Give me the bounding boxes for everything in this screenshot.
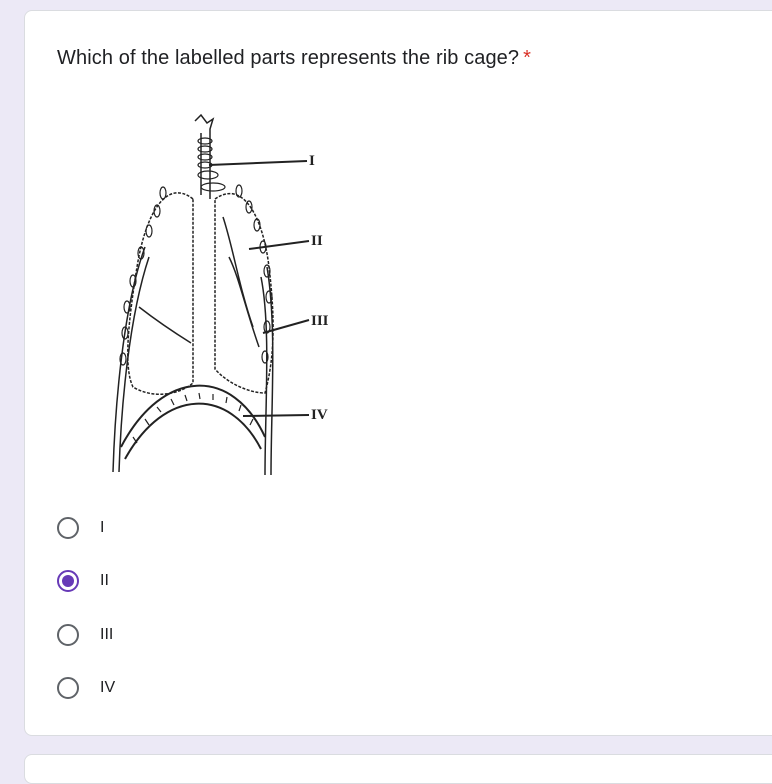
right-chest-wall: [266, 266, 274, 476]
option-label: I: [100, 518, 105, 536]
bronchi: [222, 216, 260, 348]
figure-label-4: IV: [311, 407, 328, 423]
radio-button[interactable]: [57, 623, 79, 646]
next-question-card: [24, 754, 772, 784]
label-lines: [208, 160, 310, 417]
option-iii[interactable]: III: [57, 608, 115, 662]
option-label: III: [100, 625, 114, 643]
label-line-4: [242, 414, 310, 417]
question-title: Which of the labelled parts represents t…: [57, 47, 531, 70]
label-line-3: [262, 319, 310, 334]
figure-label-3: III: [311, 313, 329, 329]
radio-dot: [62, 575, 74, 588]
figure-label-1: I: [309, 153, 315, 169]
label-line-2: [248, 240, 310, 250]
label-line-1: [208, 160, 308, 166]
respiratory-system-diagram: I II III IV: [112, 113, 329, 476]
answer-options: I II III IV: [57, 501, 115, 715]
right-lung: [214, 192, 274, 394]
radio-button[interactable]: [57, 677, 79, 700]
diaphragm-top: [120, 384, 266, 448]
left-lung-fissure: [138, 306, 192, 344]
radio-button-selected[interactable]: [57, 570, 79, 593]
option-i[interactable]: I: [57, 501, 115, 555]
diaphragm-hatching: [132, 392, 254, 444]
figure-label-2: II: [311, 233, 323, 249]
question-text: Which of the labelled parts represents t…: [57, 47, 520, 69]
left-lung: [127, 192, 194, 395]
right-chest-wall-inner: [260, 276, 268, 476]
trachea-rings: [197, 137, 226, 192]
left-chest-wall-inner: [118, 256, 150, 473]
radio-button[interactable]: [57, 516, 79, 539]
diaphragm-bottom: [124, 402, 262, 460]
left-chest-wall: [112, 246, 146, 473]
trachea-outline: [194, 113, 215, 199]
option-iv[interactable]: IV: [57, 662, 115, 716]
option-label: II: [100, 572, 109, 590]
question-card: Which of the labelled parts represents t…: [24, 10, 772, 736]
option-label: IV: [100, 679, 116, 697]
required-asterisk: *: [523, 47, 532, 69]
option-ii[interactable]: II: [57, 555, 115, 609]
